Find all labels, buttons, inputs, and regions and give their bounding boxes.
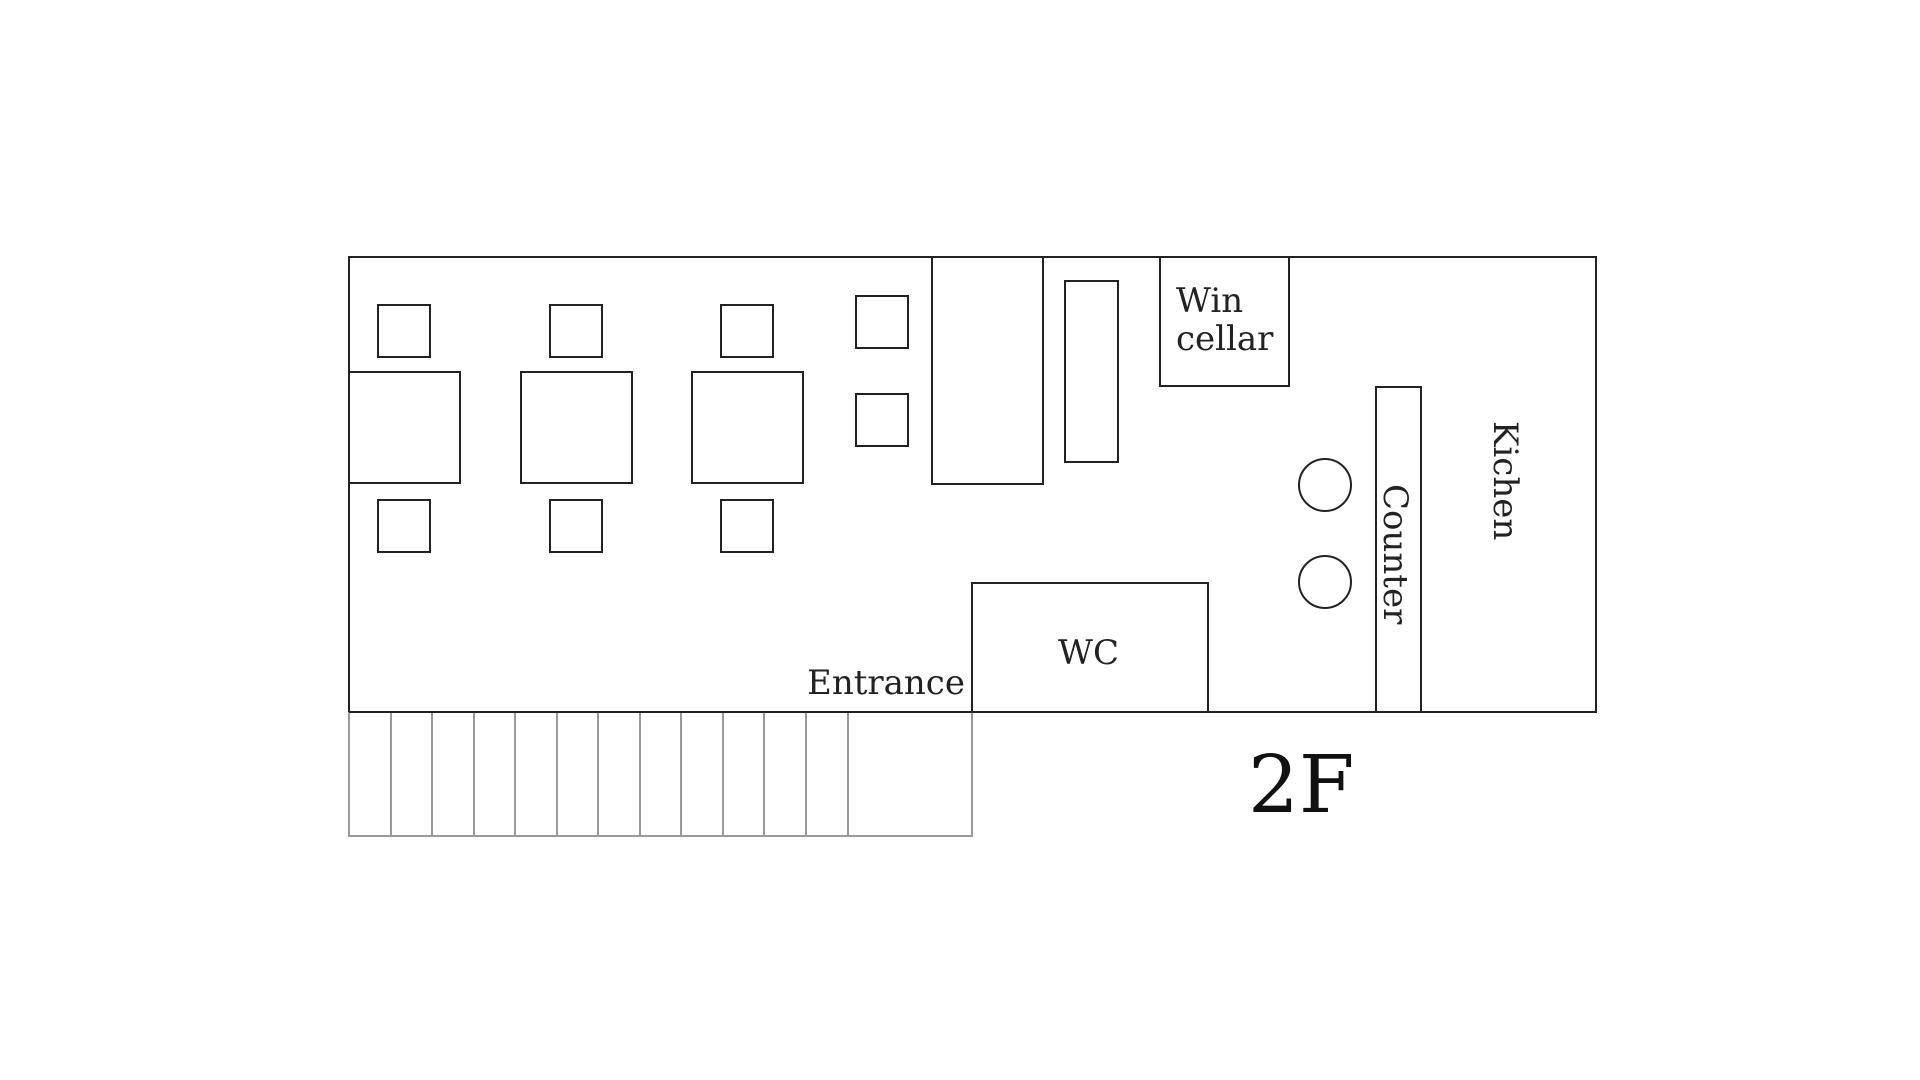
kitchen-label: Kichen bbox=[1485, 421, 1525, 540]
dining-table bbox=[520, 371, 633, 484]
wc-room bbox=[971, 582, 1209, 713]
wine-cellar bbox=[1159, 256, 1290, 387]
entrance-label: Entrance bbox=[807, 663, 965, 703]
wine-cellar-label-line2: cellar bbox=[1176, 319, 1274, 359]
chair bbox=[720, 499, 774, 553]
cabinet bbox=[931, 256, 1044, 485]
chair bbox=[377, 304, 431, 358]
wine-cellar-label-line1: Win bbox=[1176, 281, 1243, 321]
chair bbox=[549, 499, 603, 553]
counter-label: Counter bbox=[1375, 484, 1415, 625]
chair bbox=[377, 499, 431, 553]
chair bbox=[720, 304, 774, 358]
bar-stool bbox=[1298, 458, 1352, 512]
dining-table bbox=[691, 371, 804, 484]
stool bbox=[855, 393, 909, 447]
dining-table bbox=[348, 371, 461, 484]
stool bbox=[855, 295, 909, 349]
shelf bbox=[1064, 280, 1119, 463]
floor-label: 2F bbox=[1248, 738, 1354, 831]
chair bbox=[549, 304, 603, 358]
bar-stool bbox=[1298, 555, 1352, 609]
staircase bbox=[348, 711, 973, 837]
wc-label: WC bbox=[1058, 633, 1119, 673]
